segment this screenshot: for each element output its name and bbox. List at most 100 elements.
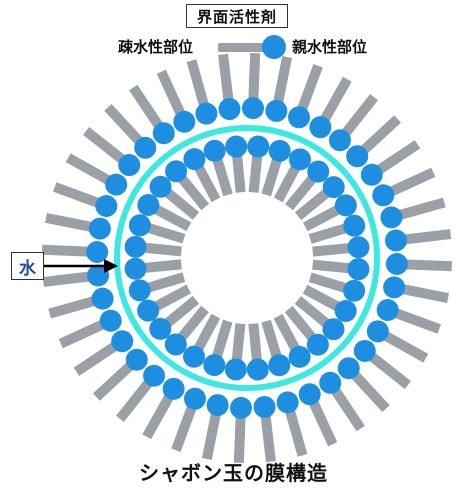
inner-head: [124, 235, 147, 258]
outer-head: [183, 387, 206, 410]
inner-tail: [285, 174, 317, 211]
inner-tail: [273, 164, 301, 203]
inner-head: [288, 148, 311, 171]
outer-head: [134, 136, 157, 159]
inner-tail: [312, 259, 351, 274]
outer-tail: [393, 308, 442, 334]
inner-tail: [284, 305, 317, 342]
water-ring: [114, 125, 380, 391]
outer-tail: [171, 404, 197, 453]
inner-head: [225, 135, 248, 158]
outer-head: [95, 194, 118, 217]
inner-tail: [294, 296, 331, 328]
inner-tail: [248, 323, 262, 362]
outer-tail: [382, 330, 429, 363]
inner-head: [149, 175, 172, 198]
outer-head: [380, 206, 403, 229]
outer-head: [86, 241, 109, 264]
outer-head: [125, 348, 148, 371]
water-label: 水: [11, 252, 44, 280]
inner-tail: [273, 313, 301, 353]
outer-tail: [403, 229, 452, 245]
outer-head: [288, 106, 311, 129]
outer-tail: [367, 351, 411, 389]
outer-head: [384, 229, 407, 252]
inner-tail: [294, 188, 331, 221]
outer-tail: [359, 115, 402, 155]
outer-head: [105, 173, 128, 196]
outer-tail: [142, 393, 175, 440]
outer-head: [218, 98, 241, 121]
outer-tail: [233, 415, 246, 464]
inner-head: [203, 354, 226, 377]
outer-head: [366, 320, 389, 343]
outer-head: [360, 163, 383, 186]
inner-tail: [231, 323, 246, 362]
outer-tail: [319, 76, 352, 123]
inner-tail: [248, 154, 263, 193]
outer-tail: [248, 52, 261, 101]
outer-tail: [397, 197, 446, 221]
inner-tail: [152, 284, 192, 312]
inner-head: [306, 333, 329, 356]
outer-tail: [404, 259, 453, 272]
outer-tail: [52, 182, 101, 208]
outer-head: [309, 116, 332, 139]
water-arrow-head: [104, 259, 118, 273]
inner-tail: [211, 319, 233, 359]
inner-tails: [143, 154, 351, 362]
inner-tail: [212, 156, 233, 197]
inner-head: [149, 317, 172, 340]
inner-head: [246, 358, 269, 381]
outer-tail: [83, 127, 127, 165]
outer-tail: [48, 295, 97, 319]
inner-head: [164, 333, 187, 356]
outer-head: [99, 309, 122, 332]
outer-tail: [44, 212, 94, 232]
inner-head: [137, 194, 160, 217]
outer-tail: [73, 341, 119, 376]
outer-head: [372, 184, 395, 207]
inner-heads: [124, 135, 370, 381]
inner-head: [322, 318, 345, 341]
outer-tail: [218, 53, 234, 102]
outer-tail: [330, 386, 365, 432]
inner-head: [288, 345, 311, 368]
outer-head: [152, 122, 175, 145]
inner-tail: [153, 204, 192, 232]
outer-head: [118, 154, 141, 177]
inner-tail: [193, 313, 221, 352]
outer-head: [230, 396, 253, 419]
inner-head: [268, 354, 291, 377]
inner-head: [203, 139, 226, 162]
inner-head: [343, 279, 366, 302]
inner-head: [183, 148, 206, 171]
inner-tail: [232, 154, 246, 193]
inner-head: [124, 257, 147, 280]
inner-head: [343, 214, 366, 237]
inner-tail: [302, 284, 341, 312]
outer-head: [353, 339, 376, 362]
outer-head: [87, 264, 110, 287]
inner-head: [347, 236, 370, 259]
inner-tail: [308, 272, 348, 294]
outer-tails: [41, 52, 453, 464]
inner-tail: [302, 204, 342, 232]
outer-head: [337, 357, 360, 380]
inner-tail: [308, 223, 349, 244]
inner-tail: [145, 272, 186, 293]
inner-head: [268, 139, 291, 162]
outer-tail: [260, 414, 276, 463]
inner-tail: [143, 259, 182, 273]
outer-head: [385, 252, 408, 275]
inner-head: [137, 299, 160, 322]
inner-tail: [146, 222, 186, 244]
diagram-caption: シャボン玉の膜構造: [139, 461, 328, 485]
inner-head: [334, 299, 357, 322]
outer-head: [206, 394, 229, 417]
inner-head: [347, 258, 370, 281]
legend-head-dot: [262, 35, 286, 59]
outer-head: [265, 99, 288, 122]
outer-head: [328, 129, 351, 152]
